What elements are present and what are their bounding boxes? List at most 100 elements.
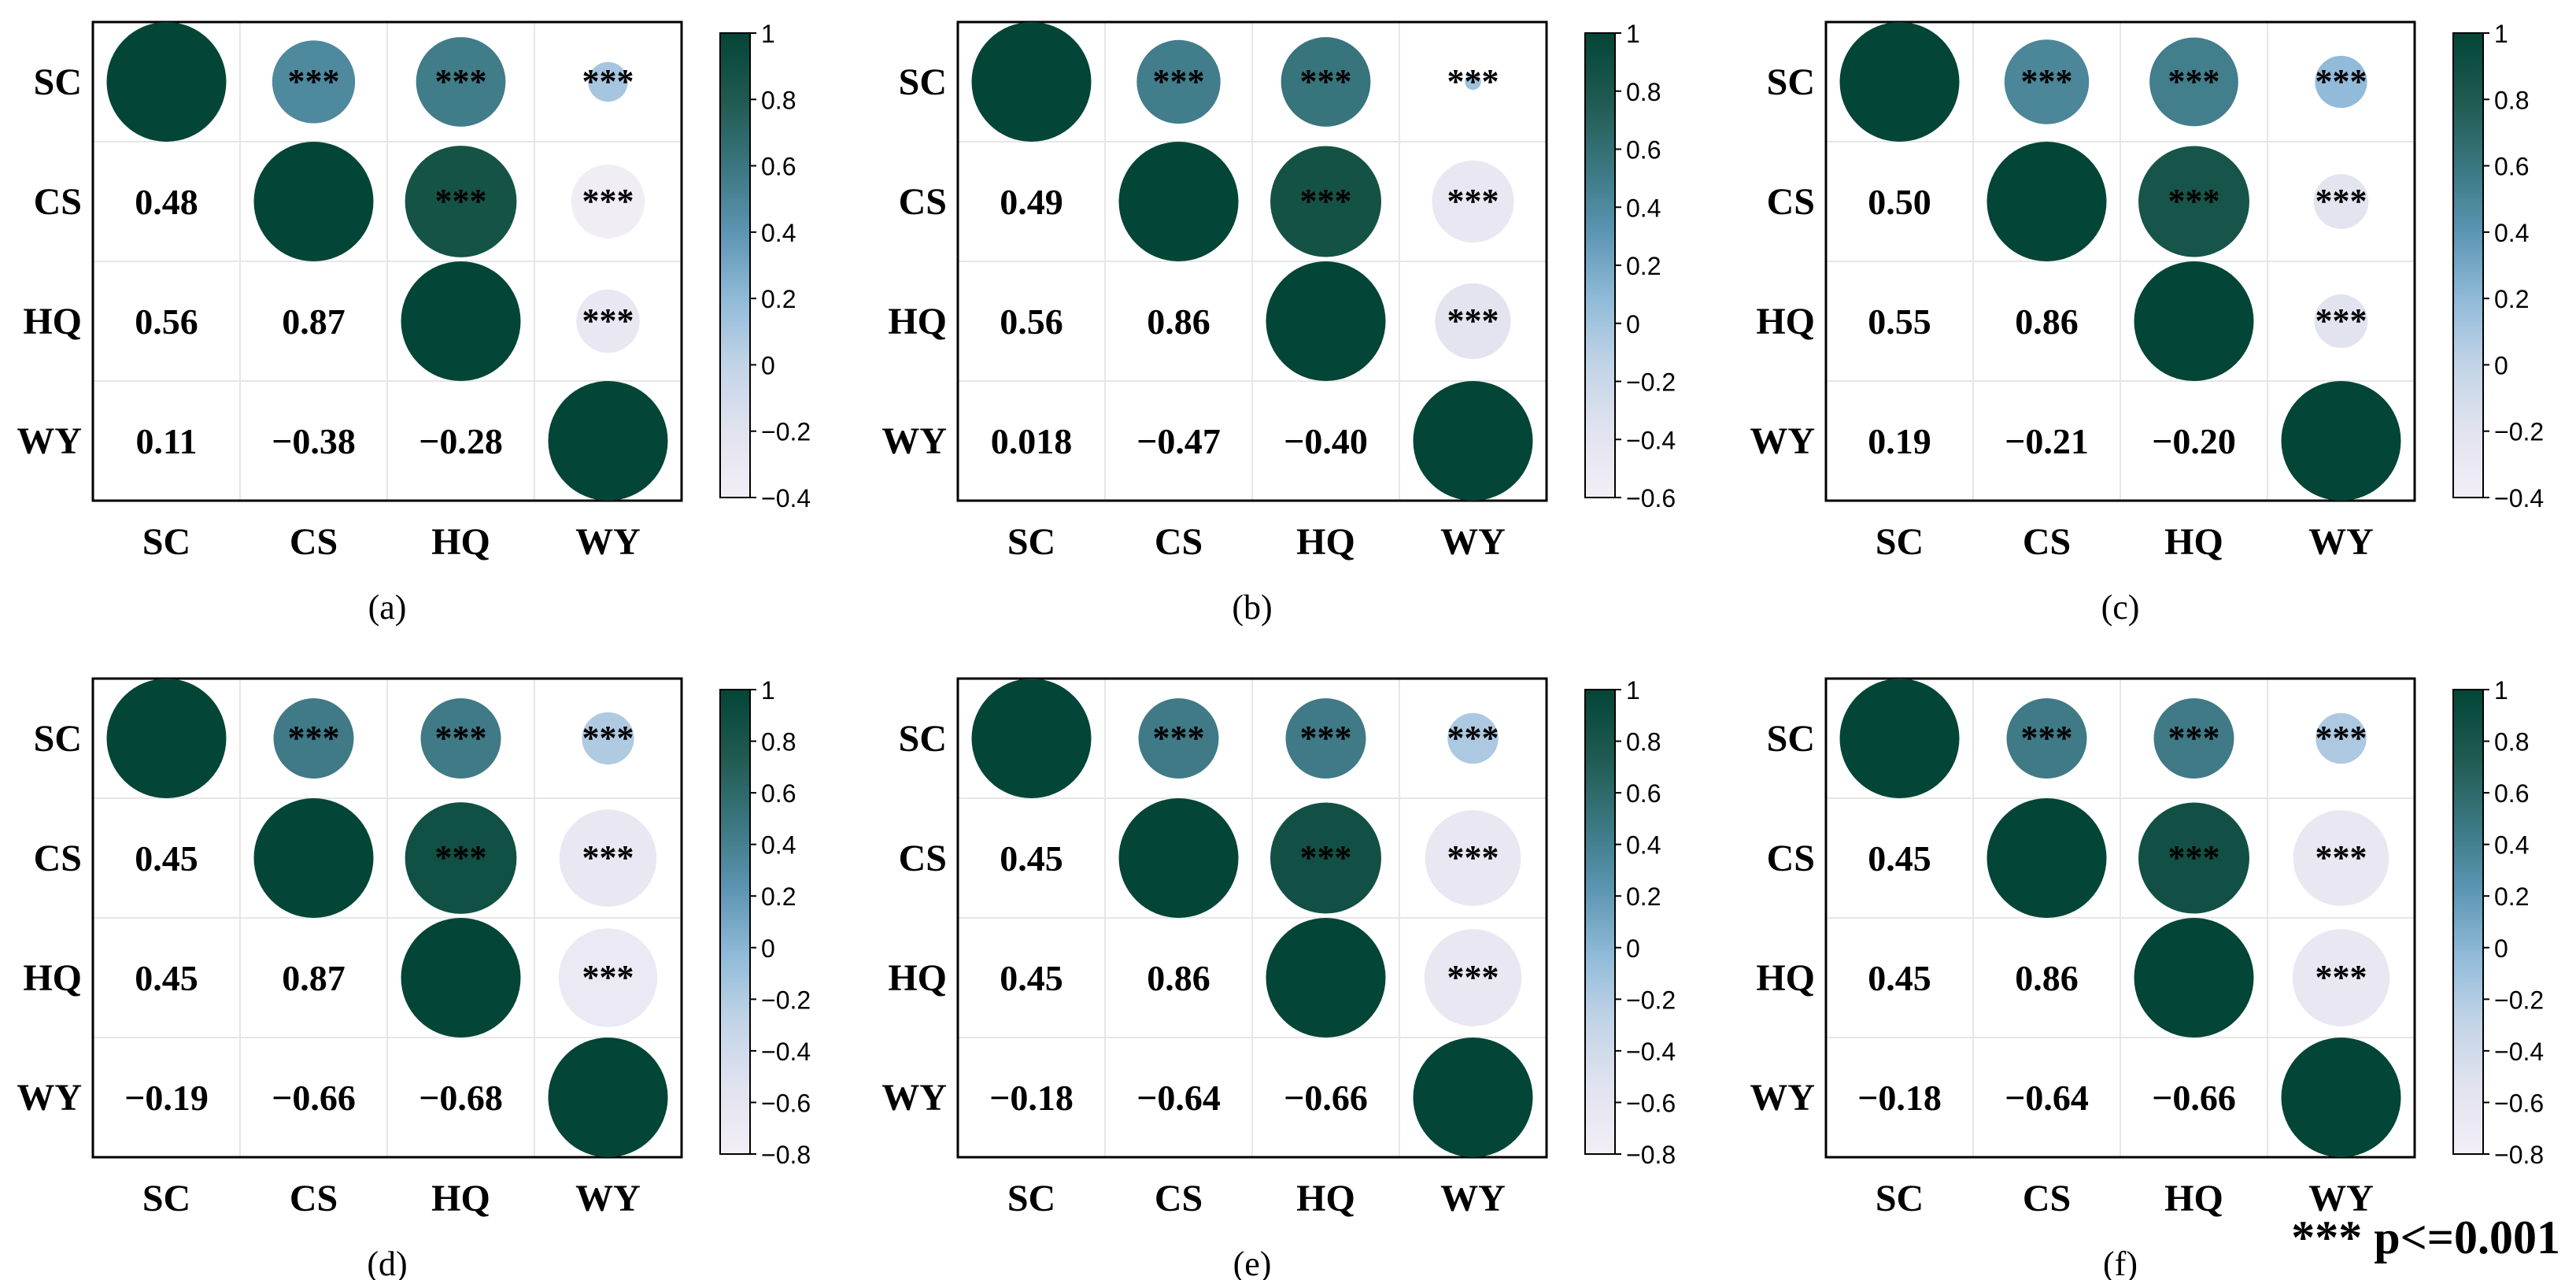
diagonal-circle: [1839, 679, 1960, 798]
correlation-circle: [405, 802, 517, 914]
matrix-cell: [239, 1037, 388, 1158]
diagonal-circle: [253, 142, 374, 261]
row-label: WY: [17, 420, 82, 462]
colorbar: [2452, 32, 2484, 498]
significance-marker: ***: [435, 62, 487, 101]
colorbar-tick-label: 0.4: [2494, 219, 2529, 247]
correlation-circle: [2315, 712, 2367, 764]
correlation-circle: [272, 40, 356, 124]
colorbar: [719, 32, 751, 498]
correlation-circle: [1270, 802, 1381, 914]
significance-marker: ***: [435, 182, 487, 220]
colorbar-tick-label: −0.8: [761, 1141, 811, 1169]
column-label: WY: [1440, 521, 1506, 563]
matrix-cell: [239, 261, 388, 382]
significance-marker: ***: [1153, 62, 1205, 101]
column-label: SC: [1876, 521, 1924, 563]
correlation-circle: [1425, 810, 1521, 906]
correlation-value-label: 0.87: [282, 302, 346, 342]
column-label: SC: [1007, 1178, 1055, 1219]
significance-marker: ***: [1300, 838, 1352, 877]
matrix-border: [1824, 20, 2416, 502]
significance-marker: ***: [2168, 719, 2220, 757]
significance-marker: ***: [1447, 302, 1499, 340]
matrix-cell: [1825, 917, 1974, 1038]
colorbar-tick-label: 0.2: [1626, 882, 1661, 911]
diagonal-circle: [1266, 261, 1386, 381]
diagonal-circle: [401, 261, 521, 381]
matrix-border: [956, 677, 1548, 1159]
correlation-circle: [2149, 37, 2238, 127]
correlation-value-label: −0.40: [1284, 421, 1368, 461]
colorbar-tick-label: 1: [2494, 20, 2508, 48]
significance-marker: ***: [1447, 719, 1499, 757]
row-label: WY: [881, 1077, 947, 1119]
colorbar: [719, 689, 751, 1155]
correlation-value-label: 0.86: [2015, 958, 2079, 998]
correlation-value-label: −0.18: [989, 1078, 1074, 1118]
colorbar-tick-label: 0: [2494, 934, 2508, 963]
colorbar-tick-label: 0: [761, 351, 775, 379]
panel-label: (f): [2103, 1245, 2138, 1280]
significance-marker: ***: [435, 719, 487, 757]
column-label: WY: [575, 521, 641, 563]
significance-marker: ***: [582, 62, 634, 101]
correlation-value-label: 0.45: [1868, 838, 1931, 879]
colorbar-tick-label: −0.2: [1626, 986, 1676, 1014]
panel-label: (a): [368, 588, 407, 627]
row-label: SC: [899, 718, 947, 760]
correlation-circle: [2314, 294, 2368, 348]
colorbar-tick-label: 0.2: [2494, 285, 2529, 313]
correlation-value-label: 0.86: [1147, 302, 1210, 342]
colorbar-tick-label: 0.2: [2494, 882, 2529, 911]
matrix-cell: [957, 380, 1106, 501]
row-label: CS: [899, 181, 947, 223]
significance-marker: ***: [2315, 302, 2367, 340]
row-label: HQ: [888, 957, 947, 999]
colorbar-tick-label: 0.8: [2494, 86, 2529, 114]
matrix-cell: [386, 1037, 535, 1158]
column-label: SC: [1876, 1178, 1924, 1219]
correlation-circle: [582, 712, 634, 765]
correlation-value-label: 0.55: [1868, 302, 1931, 342]
significance-marker: ***: [2021, 62, 2073, 101]
correlation-circle: [1447, 712, 1499, 764]
correlation-circle: [1136, 39, 1221, 124]
significance-marker: ***: [1153, 719, 1205, 757]
correlation-value-label: 0.45: [1000, 838, 1063, 879]
colorbar-tick-label: 0.2: [1626, 252, 1661, 280]
colorbar-tick-label: 0.6: [761, 779, 796, 808]
matrix-cell: [957, 797, 1106, 919]
correlation-value-label: −0.19: [124, 1078, 209, 1118]
colorbar-tick-label: −0.2: [2494, 986, 2544, 1014]
matrix-cell: [239, 380, 388, 501]
correlation-value-label: 0.87: [282, 958, 346, 998]
diagonal-circle: [1266, 918, 1386, 1038]
diagonal-circle: [253, 798, 374, 918]
matrix-cell: [534, 141, 682, 262]
correlation-circle: [2293, 810, 2389, 906]
colorbar-tick-label: 0.8: [1626, 728, 1661, 757]
diagonal-circle: [1413, 381, 1533, 501]
matrix-cell: [1251, 380, 1400, 501]
significance-marker: ***: [2315, 182, 2367, 220]
significance-marker: ***: [1447, 958, 1499, 997]
colorbar-tick-label: 1: [761, 676, 775, 705]
correlation-value-label: 0.45: [1868, 958, 1931, 998]
colorbar-tick-label: 0: [2494, 351, 2508, 379]
correlation-value-label: −0.64: [1136, 1078, 1221, 1118]
row-label: CS: [899, 838, 947, 879]
colorbar-tick-label: 0.6: [2494, 779, 2529, 808]
significance-marker: ***: [288, 62, 340, 101]
row-label: CS: [34, 838, 82, 879]
diagonal-circle: [1987, 798, 2107, 918]
colorbar-tick-label: 0.6: [1626, 779, 1661, 808]
colorbar-tick-label: −0.4: [2494, 1038, 2544, 1066]
row-label: CS: [1767, 838, 1815, 879]
significance-marker: ***: [2315, 838, 2367, 877]
panel-label: (c): [2101, 588, 2140, 627]
correlation-circle: [588, 61, 628, 102]
significance-footnote: *** p<=0.001: [2291, 1212, 2560, 1263]
correlation-value-label: −0.66: [1284, 1078, 1368, 1118]
